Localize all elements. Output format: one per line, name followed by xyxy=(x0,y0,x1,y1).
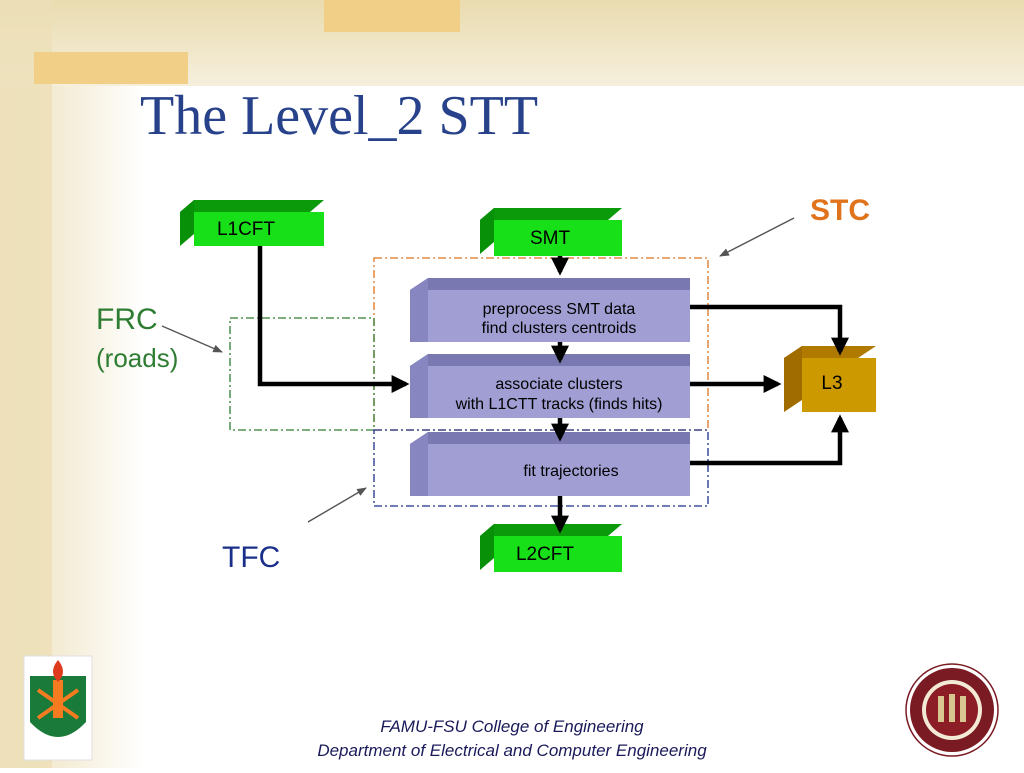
left-band xyxy=(0,0,52,768)
associate-label: associate clusters with L1CTT tracks (fi… xyxy=(428,375,690,415)
frc-sublabel: (roads) xyxy=(96,343,179,373)
process-box-fit xyxy=(410,432,690,496)
preprocess-label-line1: preprocess SMT data xyxy=(482,301,636,318)
decor-tile xyxy=(324,0,460,32)
stc-label: STC xyxy=(810,194,870,227)
l3-box xyxy=(784,346,876,412)
famu-logo xyxy=(23,655,93,761)
decor-tile xyxy=(34,52,188,84)
arrow-l1cft-to-associate xyxy=(257,246,410,393)
process-box-preprocess xyxy=(410,278,690,342)
frc-region xyxy=(229,317,375,431)
preprocess-label-line2: find clusters centroids xyxy=(481,320,637,337)
l1cft-label: L1CFT xyxy=(216,219,276,240)
l3-label: L3 xyxy=(821,373,843,394)
frc-label: FRC xyxy=(96,303,158,336)
frc-pointer xyxy=(161,325,223,353)
tfc-label: TFC xyxy=(222,541,281,574)
callout-pointers xyxy=(161,217,795,523)
footer-line1: FAMU-FSU College of Engineering xyxy=(380,717,644,736)
l1cft-box xyxy=(180,200,324,246)
stc-pointer xyxy=(719,217,795,257)
arrow-fit-to-l3 xyxy=(690,414,849,466)
smt-label: SMT xyxy=(529,228,571,249)
fit-label: fit trajectories xyxy=(523,463,619,480)
flow-arrows xyxy=(257,246,849,534)
tfc-region xyxy=(373,429,709,507)
l2cft-box xyxy=(480,524,622,572)
footer-line2: Department of Electrical and Computer En… xyxy=(317,741,707,760)
preprocess-label: preprocess SMT data find clusters centro… xyxy=(428,300,690,338)
associate-label-line1: associate clusters xyxy=(495,376,623,393)
smt-box xyxy=(480,208,622,256)
slide-title: The Level_2 STT xyxy=(140,85,539,147)
tfc-pointer xyxy=(307,487,367,523)
l2cft-label: L2CFT xyxy=(515,544,575,565)
arrow-preprocess-to-l3 xyxy=(690,304,849,356)
associate-label-line2: with L1CTT tracks (finds hits) xyxy=(455,396,663,413)
process-box-associate xyxy=(410,354,690,418)
fsu-seal xyxy=(905,663,999,757)
